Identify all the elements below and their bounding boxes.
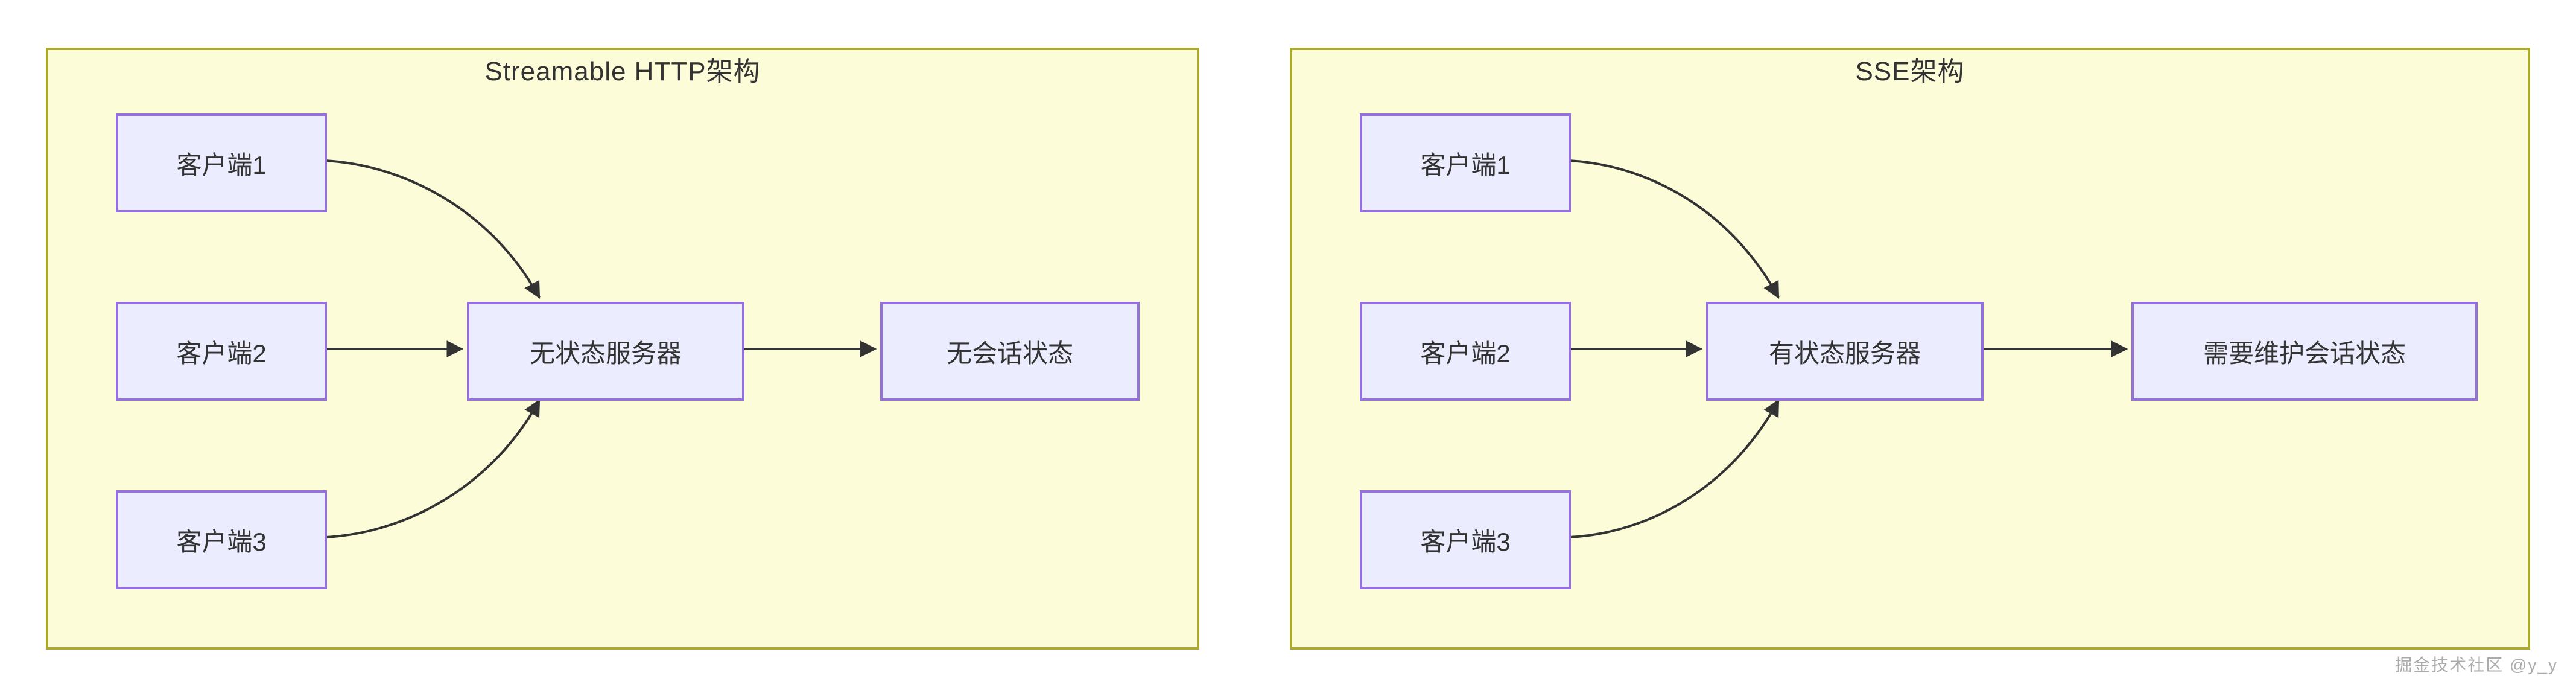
node-client2-right: 客户端2 — [1360, 302, 1571, 401]
edge-client1-to-stateful-server — [1568, 159, 1780, 299]
node-client2-left: 客户端2 — [116, 302, 327, 401]
node-maintain-session-state: 需要维护会话状态 — [2131, 302, 2478, 401]
edge-client3-to-stateful-server — [1568, 398, 1780, 538]
node-client1-right: 客户端1 — [1360, 113, 1571, 212]
node-stateful-server-label: 有状态服务器 — [1768, 339, 1921, 368]
node-client1-left: 客户端1 — [116, 113, 327, 212]
node-client3-right: 客户端3 — [1360, 490, 1571, 589]
node-client3-left: 客户端3 — [116, 490, 327, 589]
node-no-session-state-label: 无会话状态 — [946, 339, 1073, 368]
node-stateless-server-label: 无状态服务器 — [529, 339, 682, 368]
streamable-http-title: Streamable HTTP架构 — [484, 57, 761, 86]
node-client3-right-label: 客户端3 — [1420, 527, 1511, 556]
node-maintain-session-state-label: 需要维护会话状态 — [2203, 339, 2406, 368]
sse-subgraph: SSE架构 客户端1 客户端2 客户端3 有状态服务器 需要维护会话状态 — [1290, 48, 2530, 650]
node-client1-right-label: 客户端1 — [1420, 150, 1511, 179]
edge-client1-to-stateless-server — [324, 159, 541, 299]
node-client2-right-label: 客户端2 — [1420, 339, 1511, 368]
juejin-watermark: 掘金技术社区 @y_y — [2395, 656, 2558, 674]
node-stateless-server: 无状态服务器 — [467, 302, 744, 401]
sse-title: SSE架构 — [1855, 57, 1965, 86]
node-stateful-server: 有状态服务器 — [1706, 302, 1984, 401]
edge-client3-to-stateless-server — [324, 398, 541, 538]
node-no-session-state: 无会话状态 — [880, 302, 1140, 401]
node-client2-left-label: 客户端2 — [176, 339, 267, 368]
node-client1-left-label: 客户端1 — [176, 150, 267, 179]
node-client3-left-label: 客户端3 — [176, 527, 267, 556]
streamable-http-subgraph: Streamable HTTP架构 客户端1 客户端2 客户端3 无状态服务器 … — [46, 48, 1199, 650]
